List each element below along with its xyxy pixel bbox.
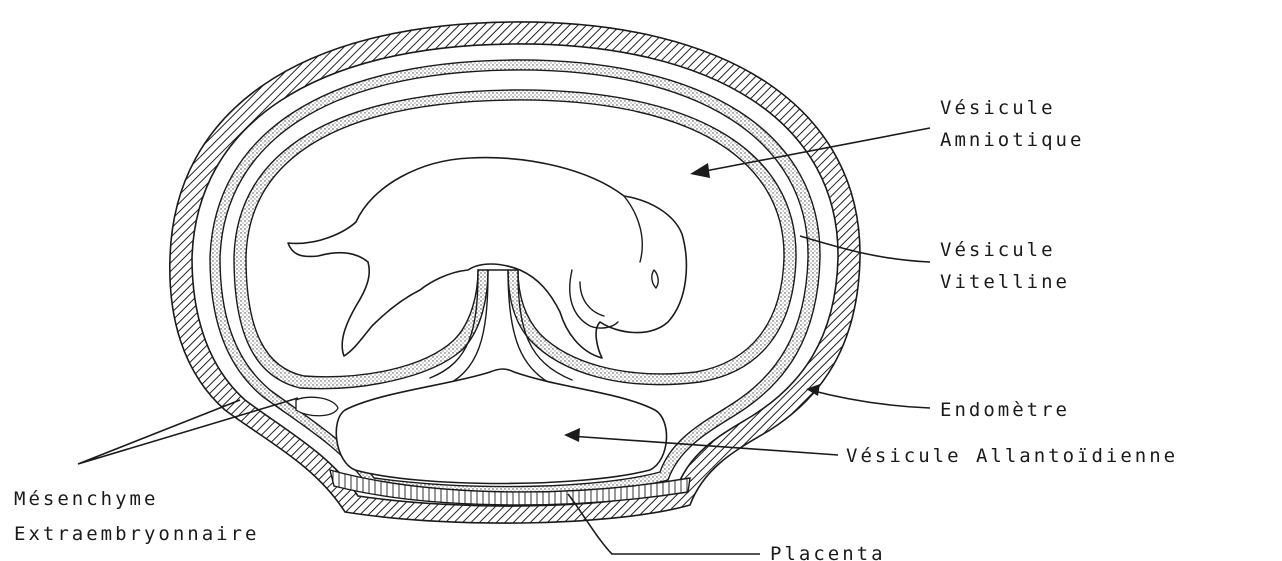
leader-endometre [810, 390, 930, 408]
label-mesenchyme-line2: Extraembryonnaire [14, 523, 259, 545]
label-allantoidienne: Vésicule Allantoïdienne [846, 445, 1178, 467]
allantoic-vesicle [336, 369, 666, 484]
label-placenta: Placenta [770, 543, 886, 561]
embryo-forelimb [570, 270, 618, 328]
label-endometre: Endomètre [940, 399, 1070, 421]
label-amniotique-line1: Vésicule [940, 97, 1056, 119]
embryo-outline [288, 158, 686, 358]
mesenchyme-pocket [296, 397, 338, 416]
arrowhead-amniotique [690, 163, 710, 178]
label-mesenchyme-line1: Mésenchyme [14, 488, 158, 510]
amniotic-vesicle-wall [234, 90, 796, 389]
label-vitelline-line2: Vitelline [940, 271, 1070, 293]
embryo-head-detail [624, 196, 658, 288]
label-amniotique-line2: Amniotique [940, 129, 1084, 151]
label-vitelline-line1: Vésicule [940, 239, 1056, 261]
